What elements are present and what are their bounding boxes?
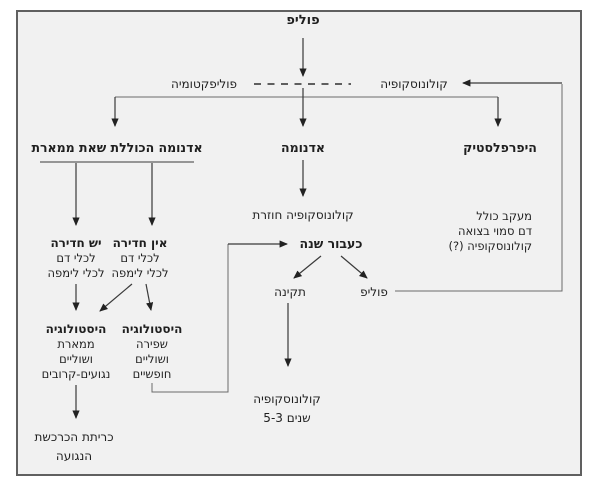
node-histology-benign-line: שפירה (136, 337, 168, 351)
node-histology-benign-line: חופשיים (132, 367, 172, 381)
node-histology-benign-line: ושוליים (135, 352, 169, 366)
node-followup-line: דם סמוי בצואה (457, 224, 532, 238)
arrow-after-year-to-normal (293, 255, 322, 279)
connector-lines (115, 84, 563, 393)
node-resection: כריתת הכרכשת הנגועה (34, 428, 113, 466)
arrow-after-year-to-polyp (340, 255, 368, 279)
node-polypectomy: פוליפקטומיה (171, 77, 237, 91)
node-colonoscopy-top: קולונוסקופיה (380, 77, 448, 91)
node-histology-benign-title: היסטולוגיה (121, 322, 183, 336)
node-colonoscopy-3-5: קולונוסקופיה 5-3 שנים (253, 390, 321, 428)
node-histology-malignant-line: ושוליים (59, 352, 93, 366)
arrow-invasion-no-to-histology-malignant (99, 283, 133, 312)
node-colonoscopy-3-5-line: קולונוסקופיה (253, 392, 321, 406)
connector-polyp-loop (395, 84, 563, 292)
node-adenoma-malignant: אדנומה הכוללת שאת ממארת (31, 140, 203, 155)
node-followup-line: מעקב כולל (476, 209, 532, 223)
node-colonoscopy-3-5-years: 5-3 שנים (263, 411, 311, 425)
node-invasion-no-line: לכלי דם (120, 251, 160, 265)
node-polyp-start: פוליפ (286, 13, 320, 28)
node-resection-line: כריתת הכרכשת (34, 430, 114, 444)
node-invasion-yes-title: יש חדירה (50, 236, 102, 250)
node-invasion-no-title: אין חדירה (112, 236, 168, 250)
arrow-invasion-no-to-histology-benign (145, 283, 154, 311)
node-polyp-recurrence: פוליפ (360, 285, 388, 299)
node-resection-line: הנגועה (55, 449, 93, 463)
connector-benign-to-after-year (151, 244, 229, 393)
node-followup-line: קולונוסקופיה (?) (448, 239, 532, 253)
node-histology-malignant-line: ממארת (57, 337, 95, 351)
node-normal: תקינה (274, 285, 306, 299)
node-invasion-no-line: לכלי לימפה (111, 266, 169, 280)
node-histology-benign: היסטולוגיה שפירה ושוליים חופשיים (122, 322, 183, 382)
node-repeat-colonoscopy: קולונוסקופיה חוזרת (252, 208, 354, 222)
arrow-lines (72, 38, 562, 419)
node-histology-malignant-title: היסטולוגיה (45, 322, 107, 336)
node-after-year: כעבור שנה (299, 236, 363, 251)
node-adenoma: אדנומה (280, 140, 326, 155)
flowchart-frame (16, 10, 582, 476)
node-invasion-no: אין חדירה לכלי דם לכלי לימפה (112, 236, 169, 281)
node-invasion-yes-line: לכלי דם (56, 251, 96, 265)
node-followup: מעקב כולל דם סמוי בצואה קולונוסקופיה (?) (449, 209, 532, 254)
node-invasion-yes-line: לכלי לימפה (47, 266, 105, 280)
node-histology-malignant: היסטולוגיה ממארת ושוליים נגועים-קרובים (42, 322, 111, 382)
node-histology-malignant-line: נגועים-קרובים (41, 367, 111, 381)
node-invasion-yes: יש חדירה לכלי דם לכלי לימפה (48, 236, 105, 281)
node-hyperplastic: היפרפלסטיק (463, 140, 537, 155)
